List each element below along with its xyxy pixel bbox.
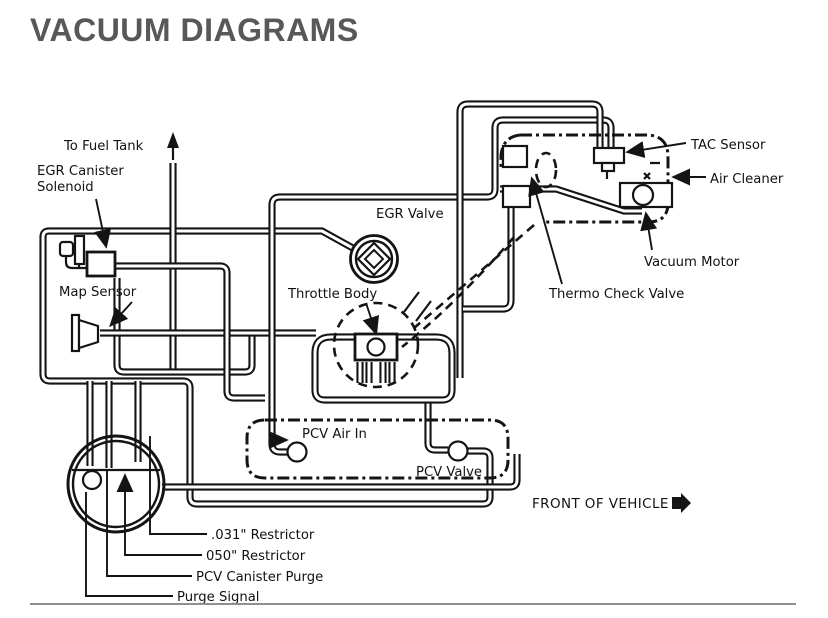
egr-valve-diamond (356, 241, 392, 277)
label-thermo-check-valve: Thermo Check Valve (548, 287, 684, 302)
tac-sensor-tab (600, 161, 616, 173)
arrow-vacuum-motor (640, 211, 658, 251)
arrow-throttle-body (362, 302, 380, 336)
hose-plenum-tac (456, 100, 604, 378)
front-of-vehicle-arrow-icon (672, 493, 691, 513)
annotations (85, 132, 706, 597)
label-egr-valve: EGR Valve (376, 207, 444, 222)
thermo-check-valve-upper (501, 144, 529, 169)
canister-port (81, 469, 103, 491)
air-duct-dashed-2 (401, 236, 515, 349)
duct-tick-1 (403, 291, 420, 313)
label-to-fuel-tank: To Fuel Tank (63, 139, 144, 154)
label-031-restrictor: .031" Restrictor (211, 528, 315, 543)
air-cleaner-marks (643, 161, 660, 180)
map-sensor-symbol (77, 318, 100, 350)
arrow-map-sensor (109, 301, 133, 328)
hose-solenoid-purge (114, 264, 265, 400)
egr-valve-ring (354, 239, 394, 279)
hose-thermo-down (463, 207, 515, 313)
valve-cover-outline (245, 418, 510, 480)
label-vacuum-motor: Vacuum Motor (644, 255, 740, 270)
phantom-outlines (245, 133, 670, 480)
pcv-valve-port (447, 440, 469, 462)
solenoid-connector (58, 240, 75, 258)
canister-symbol (66, 434, 166, 534)
thermo-check-valve-lower (501, 184, 532, 209)
leader-pcv-canister-purge (106, 470, 192, 577)
egr-valve-diamond-inner (363, 248, 385, 270)
hose-bottom-run (162, 454, 519, 489)
hose-main-loop (41, 229, 492, 506)
hose-thermo-down (463, 207, 513, 311)
tac-sensor-symbol (592, 146, 626, 165)
label-tac-sensor: TAC Sensor (690, 138, 766, 153)
leader-purge-signal (85, 492, 173, 597)
air-duct-dashed-1 (413, 224, 535, 329)
hose-plenum-tac (458, 102, 602, 378)
label-purge-signal: Purge Signal (177, 590, 259, 605)
air-cleaner-outline-left (499, 133, 521, 168)
filter-neck-ellipse (534, 151, 558, 189)
hose-fuel-bundle (113, 278, 256, 376)
arrow-solenoid (94, 198, 112, 249)
leader-050-restrictor (116, 473, 202, 556)
egr-canister-solenoid-symbol (85, 250, 117, 278)
components (58, 144, 674, 534)
vacuum-motor-diaphragm (631, 183, 655, 207)
solenoid-filter (73, 234, 86, 266)
page-title: VACUUM DIAGRAMS (30, 12, 359, 48)
label-air-cleaner: Air Cleaner (710, 172, 784, 187)
label-map-sensor: Map Sensor (59, 285, 137, 300)
pcv-air-in-port (286, 441, 308, 463)
diagram-labels: To Fuel Tank EGR Canister Solenoid Map S… (37, 138, 784, 605)
label-egr-canister-solenoid-1: EGR Canister (37, 164, 124, 179)
label-pcv-canister-purge: PCV Canister Purge (196, 570, 323, 585)
label-pcv-valve: PCV Valve (416, 465, 482, 480)
intake-plenum (313, 335, 454, 402)
leader-031-restrictor (149, 436, 207, 535)
label-pcv-air-in: PCV Air In (302, 427, 367, 442)
label-egr-canister-solenoid-2: Solenoid (37, 180, 94, 195)
arrow-thermo-check-valve (528, 176, 563, 285)
arrow-tac-sensor (625, 141, 687, 158)
throttle-body-outline (332, 301, 420, 389)
hose-pcv-valve-feed (426, 400, 448, 452)
fuel-arrow-icon (167, 132, 179, 148)
label-throttle-body: Throttle Body (287, 287, 377, 302)
label-front-of-vehicle: FRONT OF VEHICLE (532, 496, 669, 512)
hose-fuel-bundle (115, 278, 254, 374)
hose-pcv-valve-feed (424, 400, 448, 454)
duct-tick-2 (415, 300, 432, 322)
canister-inner-ring (71, 439, 161, 529)
throttle-body-port (366, 337, 386, 357)
label-050-restrictor: 050" Restrictor (206, 549, 306, 564)
